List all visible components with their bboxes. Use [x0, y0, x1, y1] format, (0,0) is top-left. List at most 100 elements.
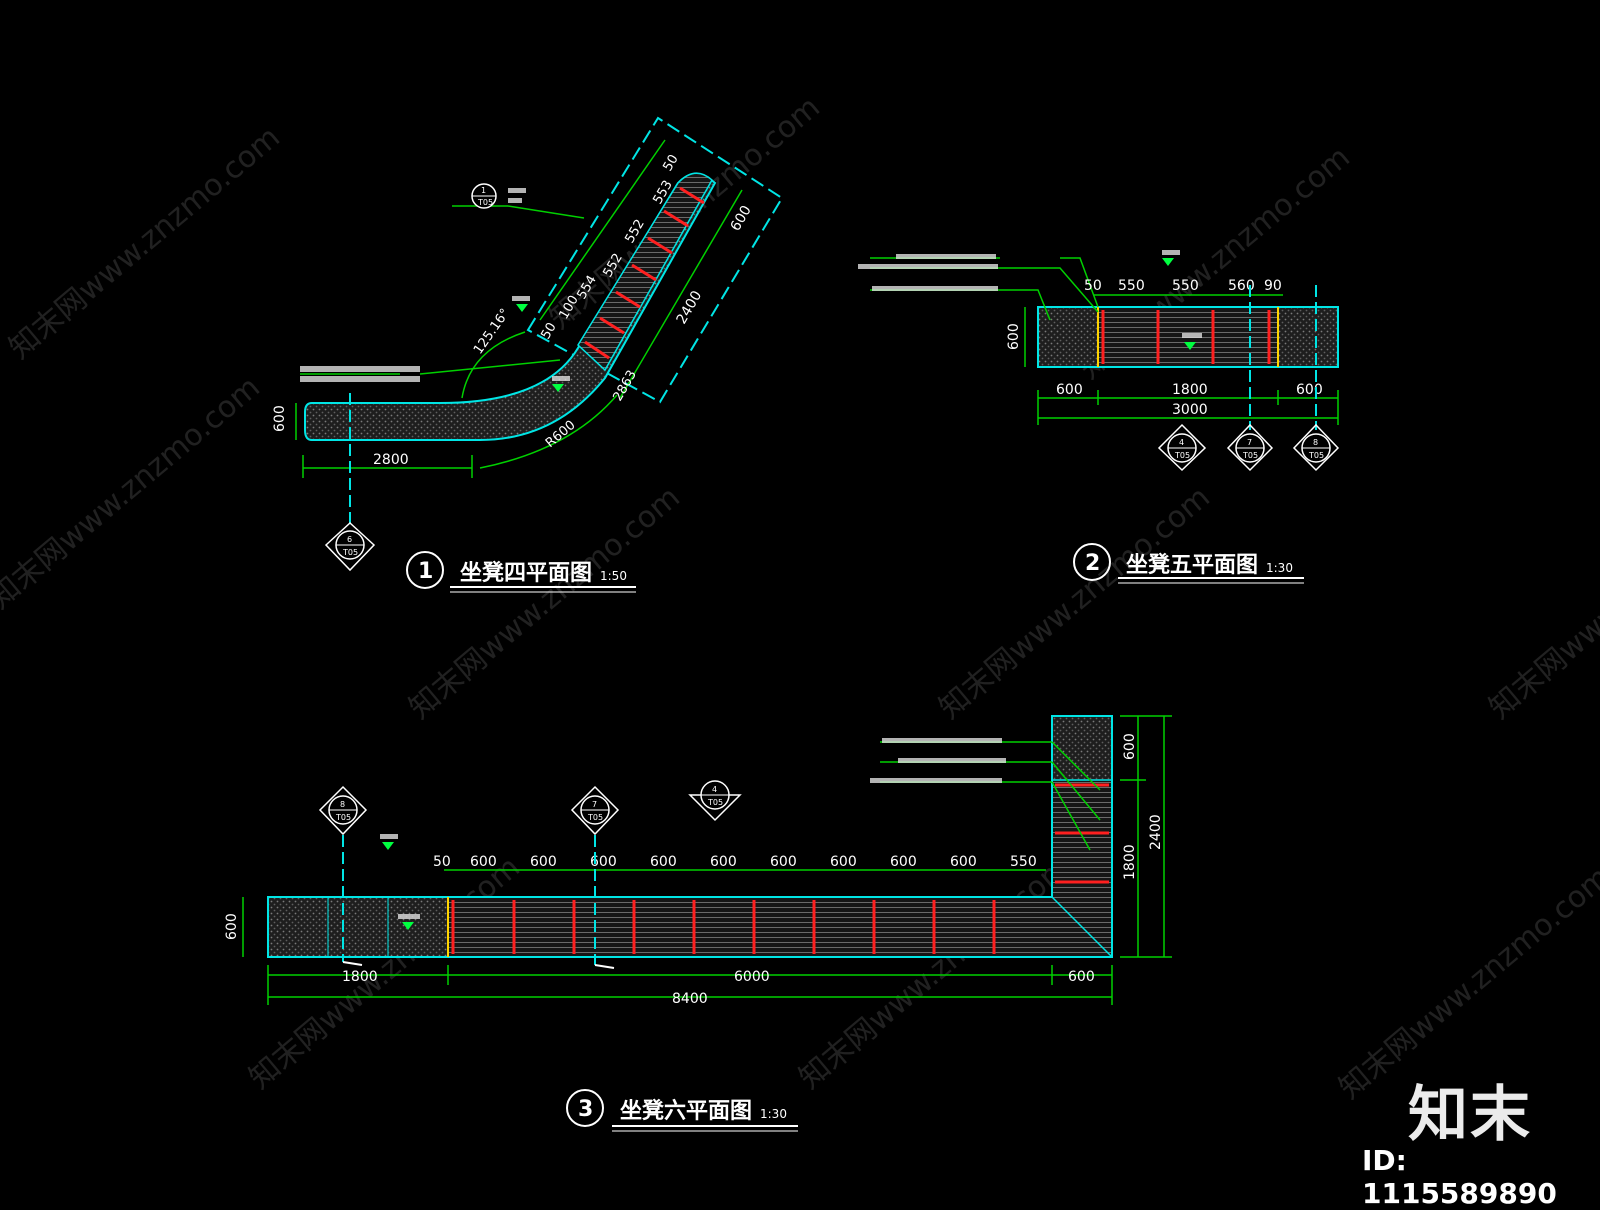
leader-notes-plan3: [870, 738, 1006, 783]
section-tag-4: 4 T05: [688, 780, 742, 822]
watermark-text: 知末网www.znzmo.com: [933, 480, 1217, 726]
svg-text:1:30: 1:30: [1266, 561, 1293, 575]
watermark-text: 知末网www.znzmo.com: [3, 120, 287, 366]
leader-notes-plan1: [300, 188, 526, 382]
watermark-text: 知末网www.znzmo.com: [793, 850, 1077, 1096]
dim2-top-2: 550: [1172, 278, 1199, 294]
dim3-bottom-1: 6000: [734, 969, 770, 985]
dim2-total: 3000: [1172, 402, 1208, 418]
dim-2400: 2400: [674, 288, 706, 327]
bench-end-left: [1038, 307, 1098, 367]
slats-plan2: [1101, 310, 1271, 364]
dim3-bottom-0: 1800: [342, 969, 378, 985]
svg-text:T05: T05: [587, 813, 603, 822]
bench-stone-corner: [1052, 716, 1112, 780]
detail-tag-1: 1 T05: [471, 183, 497, 209]
svg-text:3: 3: [578, 1097, 593, 1122]
svg-text:8: 8: [340, 800, 345, 809]
svg-text:7: 7: [592, 800, 597, 809]
watermark-text: 知末网www.znzmo.com: [0, 370, 267, 616]
dim-50a: 50: [660, 152, 681, 174]
section-tag-7: 7 T05: [1226, 423, 1274, 472]
dim3-top-7: 600: [830, 854, 857, 870]
dim3-right-2400: 2400: [1148, 814, 1164, 850]
dim2-left: 600: [1006, 323, 1022, 350]
svg-text:坐凳五平面图: 坐凳五平面图: [1126, 552, 1258, 578]
dim-2800: 2800: [373, 452, 409, 468]
svg-text:T05: T05: [707, 798, 723, 807]
dim3-top-9: 600: [950, 854, 977, 870]
dim3-top-5: 600: [710, 854, 737, 870]
svg-text:4: 4: [712, 785, 717, 794]
dim3-top-6: 600: [770, 854, 797, 870]
dim3-top-4: 600: [650, 854, 677, 870]
watermark-text: 知末网www.znzmo.com: [243, 850, 527, 1096]
plan-2-title: 2 坐凳五平面图 1:30: [1073, 543, 1304, 584]
bench-wood-vertical: [1052, 780, 1112, 957]
plan-2: 50 550 550 560 90 600 600 1800 600 3000: [858, 250, 1340, 584]
svg-text:1:30: 1:30: [760, 1107, 787, 1121]
dim3-top-2: 600: [530, 854, 557, 870]
level-marker: [512, 296, 570, 392]
svg-text:T05: T05: [477, 198, 493, 207]
plan-1-title: 1 坐凳四平面图 1:50: [406, 551, 636, 593]
dim-angle: 125.16°: [471, 306, 513, 357]
svg-text:T05: T05: [1242, 451, 1258, 460]
svg-text:1:50: 1:50: [600, 569, 627, 583]
bench-stone-left: [268, 897, 448, 957]
dim3-top-0: 50: [433, 854, 451, 870]
svg-text:T05: T05: [335, 813, 351, 822]
svg-text:6: 6: [347, 535, 352, 544]
svg-text:坐凳六平面图: 坐凳六平面图: [620, 1098, 752, 1124]
dim2-top-4: 90: [1264, 278, 1282, 294]
slats-plan1: [584, 186, 705, 360]
bench-end-right: [1278, 307, 1338, 367]
dim-50b: 50: [538, 320, 559, 342]
level-marker: [380, 834, 420, 930]
dim2-top-0: 50: [1084, 278, 1102, 294]
dim3-top-10: 550: [1010, 854, 1037, 870]
dim3-right-600: 600: [1122, 733, 1138, 760]
dim2-top-1: 550: [1118, 278, 1145, 294]
watermark-text: 知末网www.znzmo.com: [1483, 480, 1600, 726]
dim3-top-8: 600: [890, 854, 917, 870]
brand-logo: 知末: [1408, 1080, 1532, 1150]
svg-text:T05: T05: [342, 548, 358, 557]
svg-text:T05: T05: [1308, 451, 1324, 460]
svg-text:7: 7: [1247, 438, 1252, 447]
watermark-text: 知末网www.znzmo.com: [403, 480, 687, 726]
dim2-bottom-2: 600: [1296, 382, 1323, 398]
dim3-left: 600: [224, 913, 240, 940]
level-marker: [1162, 250, 1202, 350]
bench-curved: [304, 173, 717, 441]
bench-wood-long: [448, 897, 1052, 957]
svg-text:2: 2: [1085, 551, 1100, 576]
dim2-top-3: 560: [1228, 278, 1255, 294]
section-tag-8: 8 T05: [318, 785, 368, 836]
dim3-right-1800: 1800: [1122, 844, 1138, 880]
dim-lines-plan1: [295, 139, 743, 478]
outline-dashed: [526, 116, 784, 404]
plan-3-title: 3 坐凳六平面图 1:30: [566, 1089, 798, 1132]
leader-notes-plan2: [858, 254, 998, 291]
svg-text:T05: T05: [1174, 451, 1190, 460]
dim3-top-1: 600: [470, 854, 497, 870]
svg-text:1: 1: [481, 186, 486, 195]
bench-outline: [1037, 306, 1339, 368]
plan-1: 2800 600 2400 600 50 553 552 552 554 100…: [272, 116, 784, 593]
dim-600-left: 600: [272, 405, 288, 432]
section-tag-8: 8 T05: [1292, 423, 1340, 472]
section-tag-4: 4 T05: [1157, 423, 1207, 472]
svg-text:坐凳四平面图: 坐凳四平面图: [460, 560, 592, 586]
dim3-bottom-2: 600: [1068, 969, 1095, 985]
section-tag-7: 7 T05: [570, 785, 620, 836]
section-tag-6: 6 T05: [324, 521, 376, 572]
svg-text:8: 8: [1313, 438, 1318, 447]
plan-3: 50 600 600 600 600 600 600 600 600 600 5…: [224, 715, 1172, 1132]
dim3-total: 8400: [672, 991, 708, 1007]
dim2-bottom-0: 600: [1056, 382, 1083, 398]
dim3-top-3: 600: [590, 854, 617, 870]
dim-2863: 2863: [610, 368, 640, 404]
dim2-bottom-1: 1800: [1172, 382, 1208, 398]
